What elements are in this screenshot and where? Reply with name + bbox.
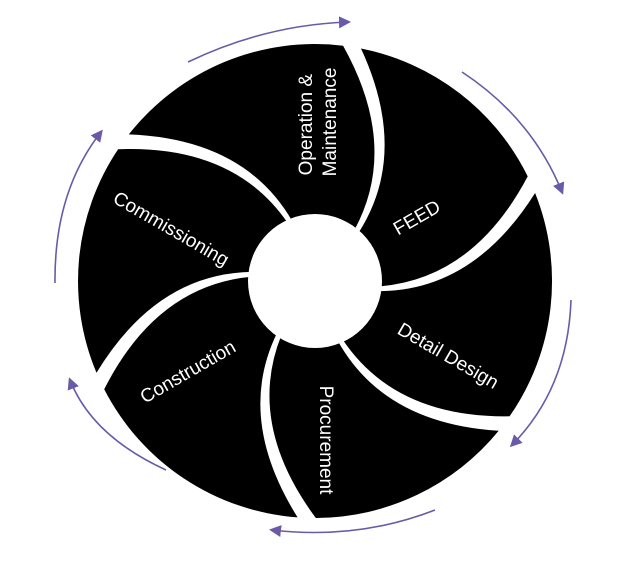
segment-procurement bbox=[269, 335, 499, 518]
label-procurement-line-1: Procurement bbox=[315, 386, 336, 495]
segments-layer bbox=[78, 44, 553, 518]
cycle-arrows bbox=[54, 16, 572, 537]
label-operation-maintenance: Operation & Maintenance bbox=[296, 68, 341, 177]
cycle-arrow-upper-right bbox=[461, 71, 565, 195]
segment-operation bbox=[128, 44, 375, 231]
segment-commissioning bbox=[78, 148, 288, 373]
cycle-arrow-bottom bbox=[269, 509, 436, 537]
segment-detail bbox=[342, 193, 553, 417]
center-hub bbox=[248, 214, 382, 348]
label-operation-line-1: Operation & bbox=[296, 74, 317, 176]
label-procurement: Procurement bbox=[315, 386, 336, 495]
segment-construction bbox=[104, 276, 298, 518]
cycle-arrow-lower-right bbox=[509, 299, 572, 448]
label-operation-line-2: Maintenance bbox=[320, 68, 341, 177]
segment-feed bbox=[358, 48, 528, 287]
cycle-arrow-lower-left bbox=[67, 377, 167, 471]
cycle-arrow-upper-left bbox=[54, 129, 103, 284]
cycle-arrow-top bbox=[187, 16, 351, 63]
